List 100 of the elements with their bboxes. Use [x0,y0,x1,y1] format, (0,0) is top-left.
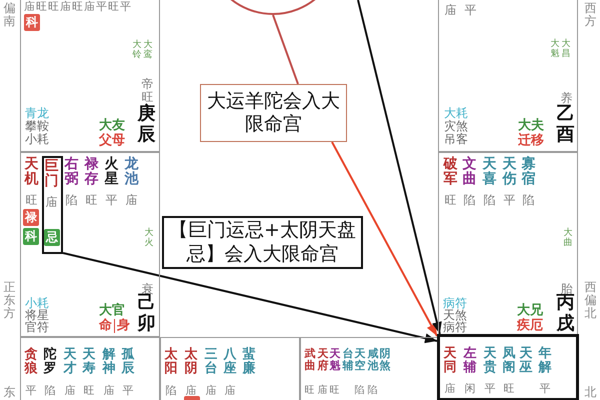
brightness-label: 庙 [185,385,197,398]
star-name: 龙池 [124,157,139,188]
palace-panel [437,334,579,400]
palace-name: 大兄 [517,304,543,318]
life-stage-label: 衰 [142,283,154,296]
arrow [62,252,438,344]
star-name: 火星 [104,157,119,188]
star-name: 贪狼 [24,348,38,377]
arrow [357,0,442,334]
life-stage-label: 养 [560,92,572,105]
spirit-label: 吊客 [444,133,468,146]
transform-badge: 忌 [44,229,60,246]
brightness-label: 陷 [463,194,476,208]
palace-name: 疾厄 [517,319,543,334]
brightness-label: 平 [484,383,496,396]
palace-name: 大夫 [518,119,544,133]
brightness-label: 庙 [205,385,217,398]
direction-label: 正东方 [3,281,16,321]
brightness-label: 旺 [83,385,95,398]
star-name: 阴煞 [379,348,391,372]
brightness-label: 庙 [64,385,76,398]
star-name: 天寿 [82,348,96,377]
minor-star-label: 大曲 [563,229,573,249]
direction-label: 西偏北 [584,281,597,321]
brightness-label: 庙旺旺庙旺庙平旺平 [24,1,132,14]
palace-name: 大友 [99,119,125,133]
highlight-frame [42,156,63,254]
stem-branch-label: 己卯 [137,293,156,334]
spirit-label: 官符 [25,321,49,334]
star-name: 禄存 [84,157,99,188]
arrow [331,142,438,336]
palace-name: 大官 [99,304,125,318]
brightness-label: 平 [25,385,37,398]
star-name: 天贵 [483,347,497,376]
stem-branch-label: 丙戌 [556,293,575,334]
brightness-label: 平 [464,4,477,18]
star-name: 天伤 [502,157,517,188]
direction-label: 西方 [584,2,597,28]
brightness-label: 庙 [103,385,115,398]
brightness-label: 平 [539,383,551,396]
brightness-label: 庙 [317,385,328,396]
palace-panel [438,0,578,152]
brightness-label: 陷 [354,385,365,396]
palace-panel [20,152,160,337]
star-name: 太阳 [164,348,178,377]
star-name: 孤辰 [121,348,135,377]
minor-star-label: 大火 [144,229,154,249]
spirit-label: 灾煞 [444,120,468,133]
transform-badge: 科 [24,14,40,31]
star-name: 天机 [24,157,39,188]
brightness-label: 陷 [44,385,56,398]
life-stage-label: 帝旺 [142,78,154,104]
star-name: 巨门 [44,159,59,190]
palace-name: 身 [114,319,130,334]
star-name: 破军 [443,157,458,188]
brightness-label: 平 [122,385,134,398]
spirit-label: 病符 [443,321,467,334]
brightness-label: 旺 [329,385,340,396]
brightness-label: 庙 [444,383,456,396]
stem-branch-label: 乙酉 [556,104,575,146]
star-name: 天同 [443,347,457,376]
brightness-label: 陷 [65,194,78,208]
star-name: 文曲 [462,157,477,188]
star-name: 武曲 [304,348,316,372]
star-name: 天才 [63,348,77,377]
star-name: 解神 [102,348,116,377]
palace-panel [20,0,160,152]
minor-star-label: 大昌 [561,40,571,60]
brightness-label: 旺 [85,194,98,208]
direction-label: 偏南 [3,2,16,28]
star-name: 蜚廉 [242,348,256,377]
star-name: 太阴 [184,348,198,377]
star-name: 天府 [317,348,329,372]
star-name: 台辅 [342,348,354,372]
brightness-label: 旺 [25,194,38,208]
palace-panel [300,337,438,400]
direction-label: 东 [3,386,16,400]
palace-panel [20,337,160,400]
star-name: 天魁 [329,348,341,372]
brightness-label: 旺 [304,385,315,396]
brightness-label: 陷 [165,385,177,398]
minor-star-label: 大铃 [132,41,142,61]
spirit-label: 大耗 [444,107,468,120]
stem-branch-label: 庚辰 [137,104,156,146]
palace-name: 父母 [99,134,125,148]
spirit-label: 天煞 [443,309,467,322]
brightness-label: 平 [105,194,118,208]
brightness-label: 庙 [45,196,58,210]
palace-panel [438,152,578,337]
palace-name: 迁移 [518,134,544,148]
star-name: 天空 [354,348,366,372]
brightness-label: 陷 [367,385,378,396]
brightness-label: 陷 [483,194,496,208]
brightness-label: 陷 [522,194,535,208]
palace-name: 命 [99,319,112,334]
connector-line [272,14,299,84]
minor-star-label: 大鸾 [143,41,153,61]
brightness-label: 平 [503,194,516,208]
star-name: 三台 [204,348,218,377]
star-name: 咸池 [367,348,379,372]
